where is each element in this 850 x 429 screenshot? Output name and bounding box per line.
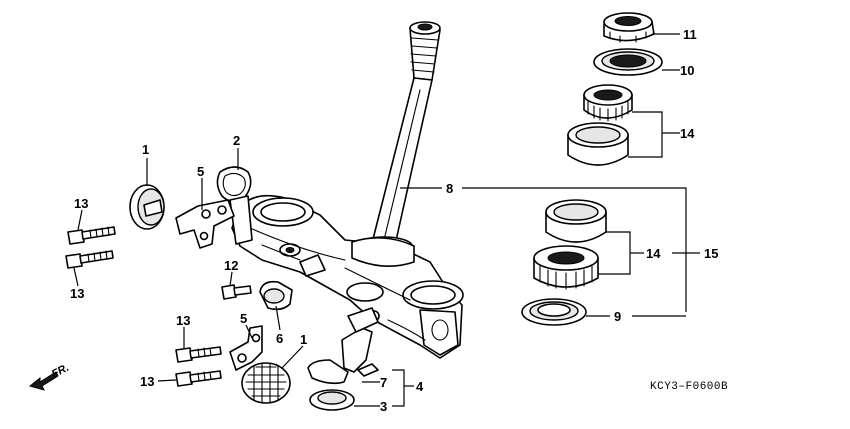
part-7-stopper <box>307 307 380 385</box>
part-11-stem-nut <box>603 12 655 43</box>
front-direction-label: FR. <box>50 362 71 381</box>
callout-5-upper: 5 <box>197 164 204 179</box>
callout-14-upper: 14 <box>680 126 695 141</box>
callout-14-lower: 14 <box>646 246 661 261</box>
part-6-clamp <box>259 280 293 311</box>
callout-1-upper: 1 <box>142 142 149 157</box>
diagram-code: KCY3–F0600B <box>650 381 728 393</box>
part-13-upper-bolts <box>65 226 116 269</box>
part-5-lower-bracket <box>229 325 263 371</box>
callout-12: 12 <box>224 258 238 273</box>
callout-labels: 1 2 5 13 13 12 6 5 13 13 1 7 3 4 8 9 11 … <box>70 27 718 414</box>
part-1-lower-cap <box>241 362 291 404</box>
callout-13-second: 13 <box>70 286 84 301</box>
callout-13-fourth: 13 <box>140 374 154 389</box>
callout-6: 6 <box>276 331 283 346</box>
callout-1-lower: 1 <box>300 332 307 347</box>
callout-3: 3 <box>380 399 387 414</box>
callout-10: 10 <box>680 63 694 78</box>
part-9-lower-dust-seal <box>521 298 587 326</box>
callout-13-top: 13 <box>74 196 88 211</box>
part-10-dust-seal <box>593 48 663 76</box>
callout-5-lower: 5 <box>240 311 247 326</box>
part-1-upper-cap <box>129 184 165 230</box>
leader-lines <box>73 33 700 407</box>
callout-4: 4 <box>416 379 424 394</box>
part-5-upper-bracket <box>175 199 235 249</box>
callout-15: 15 <box>704 246 718 261</box>
part-14-lower-bearing <box>533 199 607 290</box>
front-direction-arrow-icon <box>28 371 59 391</box>
part-3-washer <box>309 389 355 411</box>
part-13-lower-bolts <box>175 346 222 387</box>
callout-13-third: 13 <box>176 313 190 328</box>
part-2-hose-guide <box>216 166 253 245</box>
part-14-upper-bearing <box>567 84 633 166</box>
callout-11: 11 <box>683 27 697 42</box>
callout-8: 8 <box>446 181 453 196</box>
steering-stem-bottom-bridge <box>231 194 464 359</box>
callout-9: 9 <box>614 309 621 324</box>
callout-7: 7 <box>380 375 387 390</box>
steering-stem-shaft <box>355 21 441 256</box>
callout-2: 2 <box>233 133 240 148</box>
part-12-bolt <box>221 284 252 300</box>
